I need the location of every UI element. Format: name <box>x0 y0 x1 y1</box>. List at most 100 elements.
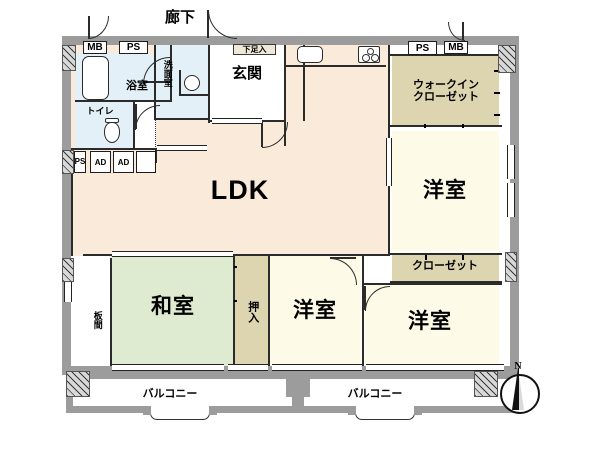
tag-ps-east: PS <box>408 41 437 55</box>
mb-door-panel-east <box>462 22 464 40</box>
genkan-door-panel <box>261 122 263 147</box>
balcony-west-fill <box>76 375 299 408</box>
wall-washroom-bottom <box>156 118 209 120</box>
wic-shelf-1 <box>494 70 500 72</box>
label-ldk: LDK <box>210 174 270 205</box>
wall-oshiire-left <box>233 256 235 366</box>
hatch-mid-left <box>62 150 74 174</box>
window-se-south-2 <box>416 364 466 371</box>
label-bathroom: 浴室 <box>126 80 148 93</box>
tag-ad-1: AD <box>90 151 111 173</box>
room-closet-fill <box>392 255 499 281</box>
tag-mb-east: MB <box>444 41 468 54</box>
wall-se-room-top <box>363 283 502 285</box>
outer-wall-left <box>62 36 71 375</box>
balcony-post-w2 <box>209 406 217 415</box>
balcony-post-e2 <box>414 406 422 415</box>
window-washitsu-south-2 <box>168 364 224 371</box>
wall-corridor-left <box>134 148 156 150</box>
wall-bath-right <box>170 45 172 102</box>
window-center-south-2 <box>317 364 362 371</box>
burner-1 <box>362 54 370 62</box>
tag-ps-lower: PS <box>74 151 86 173</box>
wall-ldk-step <box>155 148 157 163</box>
burner-3 <box>366 48 374 55</box>
wall-toilet-right <box>133 101 135 149</box>
hatch-left-lower <box>62 258 74 282</box>
label-itama: 板間 <box>92 311 103 329</box>
toilet-bowl-icon <box>104 122 120 143</box>
wall-ldk-west-upper <box>71 148 73 256</box>
window-west-washitsu <box>64 272 72 302</box>
wall-washroom-right <box>208 45 210 123</box>
ldk-hall-sliding-door <box>212 118 262 124</box>
washitsu-sliding-door-1 <box>112 251 172 257</box>
label-walk-in-closet: ウォークイン クローゼット <box>413 79 479 103</box>
wall-ldk-south <box>83 254 389 256</box>
window-washitsu-south-1 <box>112 364 168 371</box>
hatch-balcony-right <box>474 371 498 397</box>
yoshitsu-center-door-panel <box>330 257 356 259</box>
wall-genkan-right <box>284 45 286 125</box>
label-genkan: 玄関 <box>231 65 262 83</box>
washing-machine-icon <box>184 75 200 91</box>
label-closet: クローゼット <box>412 260 478 273</box>
kitchen-counter-line <box>286 65 386 67</box>
balcony-divider-fin <box>286 371 310 397</box>
wall-bath-bottom <box>75 100 171 102</box>
compass-needle-light <box>518 368 524 410</box>
burner-2 <box>371 54 379 62</box>
ad-blank-slot <box>136 151 156 173</box>
kitchen-sink-icon <box>297 46 323 63</box>
balcony-post-w1 <box>143 406 151 415</box>
oshiire-divider-a <box>234 300 237 302</box>
label-balcony-west: バルコニー <box>142 388 198 401</box>
balcony-east-drain-box <box>355 406 415 420</box>
wall-toilet-bottom <box>71 148 156 150</box>
hatch-top-right <box>498 45 516 73</box>
tag-shoe-cabinet: 下足入 <box>233 44 276 55</box>
room-yoshitsu-ne-fill <box>392 131 499 251</box>
wic-shelf-3 <box>494 114 500 116</box>
wall-closet-top <box>390 253 502 255</box>
room-washitsu-fill <box>111 256 235 366</box>
label-oshiire: 押入 <box>246 301 259 323</box>
hall-dotted-line <box>155 118 156 149</box>
washroom-counter-line2 <box>179 70 181 96</box>
balcony-west-drain-box <box>150 406 210 420</box>
wic-door-mark2 <box>462 124 464 128</box>
room-genkan-fill <box>209 45 285 122</box>
wall-se-room-left <box>362 256 364 366</box>
tag-ad-2: AD <box>113 151 134 173</box>
mb-door-panel-west <box>88 16 90 38</box>
hatch-balcony-left <box>66 371 90 397</box>
room-itama-fill <box>83 256 111 366</box>
label-balcony-east: バルコニー <box>347 388 403 401</box>
window-se-south-3 <box>466 364 504 371</box>
window-center-south-1 <box>272 364 317 371</box>
wall-closet-bottom <box>390 281 502 283</box>
oshiire-divider-b <box>234 266 237 268</box>
wall-oshiire-right <box>268 256 270 366</box>
toilet-door-panel <box>135 104 137 129</box>
wall-wic-top <box>390 54 502 56</box>
label-yoshitsu-center: 洋室 <box>293 298 337 322</box>
balcony-post-e1 <box>348 406 356 415</box>
gas-stove-icon <box>358 46 380 63</box>
tag-ps-west: PS <box>119 41 148 54</box>
compass-needle-dark <box>512 368 518 410</box>
window-se-south-1 <box>366 364 416 371</box>
closet-door-mark-1 <box>425 255 427 260</box>
hatch-top-left <box>62 45 76 71</box>
entry-door-panel-corridor <box>207 10 209 38</box>
ldk-washroom-opening <box>157 145 207 151</box>
compass-north-label: N <box>514 361 522 372</box>
wall-itama-right <box>110 258 112 366</box>
window-oshiire-south <box>228 364 268 371</box>
bathtub-icon <box>82 56 109 100</box>
tag-mb-west: MB <box>83 41 107 54</box>
label-yoshitsu-se: 洋室 <box>408 309 452 333</box>
label-washitsu: 和室 <box>151 294 195 318</box>
wall-ldk-east-notch <box>303 45 305 121</box>
